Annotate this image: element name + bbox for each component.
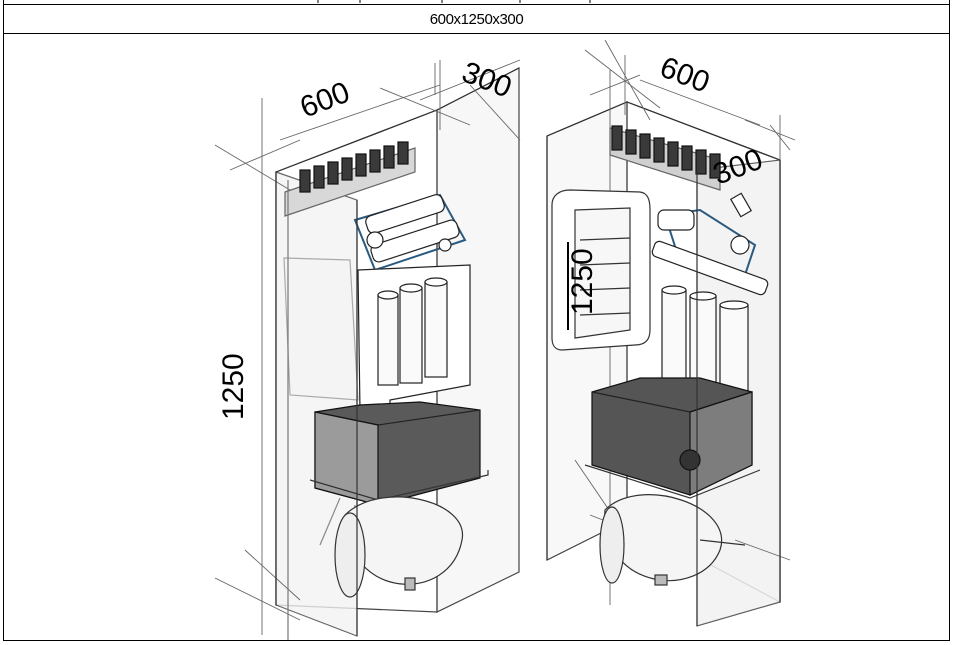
right-valve-manifold [609,125,721,191]
right-dim-height: 1250 [566,248,599,315]
right-membrane-housings [651,192,769,401]
left-membrane-housings [353,193,467,272]
left-valve-manifold [284,141,416,217]
right-storage-tank [599,494,746,586]
right-cabinet-view [546,39,796,627]
top-strip-marks [317,0,591,3]
dimensions-label: 600x1250x300 [429,10,524,28]
left-pump-housing [309,401,489,551]
right-wall-cabinet [551,189,651,351]
right-dim-width: 600 [655,51,714,100]
left-dim-height: 1250 [217,353,250,420]
dimensions-header: 600x1250x300 [4,4,949,34]
right-pump-housing [584,377,761,499]
left-cabinet-view [214,59,521,640]
drawing-frame: 600x1250x300 [3,0,950,641]
left-filter-frame [283,257,471,421]
